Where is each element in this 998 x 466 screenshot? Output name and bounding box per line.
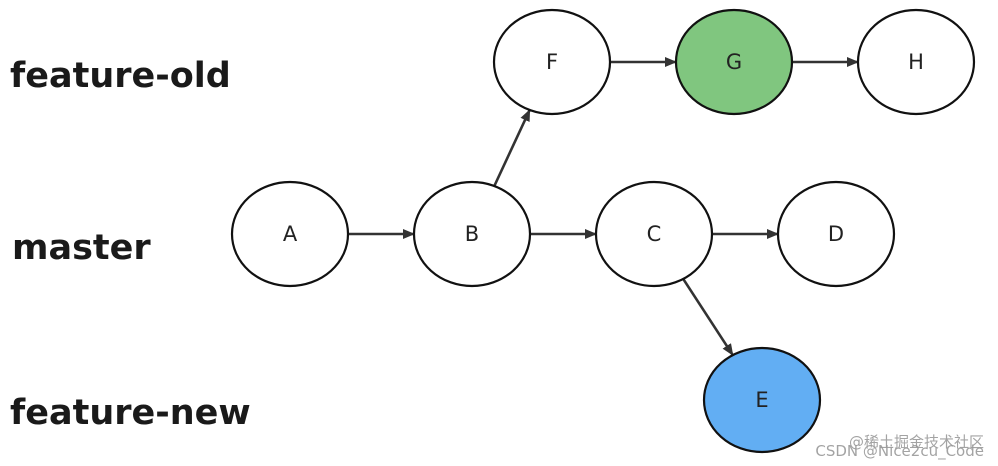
commit-node-b: B [412, 180, 532, 288]
commit-node-e-shape [702, 346, 822, 454]
commit-node-g-shape [674, 8, 794, 116]
watermark: @稀土掘金技术社区 CSDN @Nice2cu_Code [815, 434, 984, 460]
commit-node-b-shape [412, 180, 532, 288]
commit-node-f: F [492, 8, 612, 116]
commit-node-h-shape [856, 8, 976, 116]
commit-node-d: D [776, 180, 896, 288]
commit-node-a-label: A [283, 222, 298, 246]
branch-label-feature-new: feature-new [10, 393, 251, 433]
commit-node-e: E [702, 346, 822, 454]
watermark-line-juejin: @稀土掘金技术社区 [848, 433, 984, 451]
branch-label-feature-old: feature-old [10, 56, 231, 96]
commit-node-c-label: C [647, 222, 662, 246]
edge-b-to-f [493, 109, 531, 187]
commit-node-e-label: E [755, 388, 768, 412]
commit-node-d-shape [776, 180, 896, 288]
branch-label-master: master [12, 228, 151, 268]
commit-node-f-label: F [546, 50, 558, 74]
commit-node-a: A [230, 180, 350, 288]
commit-node-d-label: D [828, 222, 844, 246]
edge-c-to-e [682, 278, 734, 356]
commit-node-g: G [674, 8, 794, 116]
commit-node-c-shape [594, 180, 714, 288]
commit-node-g-label: G [726, 50, 742, 74]
commit-node-f-shape [492, 8, 612, 116]
commit-node-b-label: B [465, 222, 479, 246]
commit-node-h: H [856, 8, 976, 116]
commit-edges [348, 57, 859, 356]
commit-node-c: C [594, 180, 714, 288]
watermark-line-csdn: CSDN @Nice2cu_Code [815, 442, 984, 460]
commit-node-a-shape [230, 180, 350, 288]
commit-node-h-label: H [908, 50, 924, 74]
